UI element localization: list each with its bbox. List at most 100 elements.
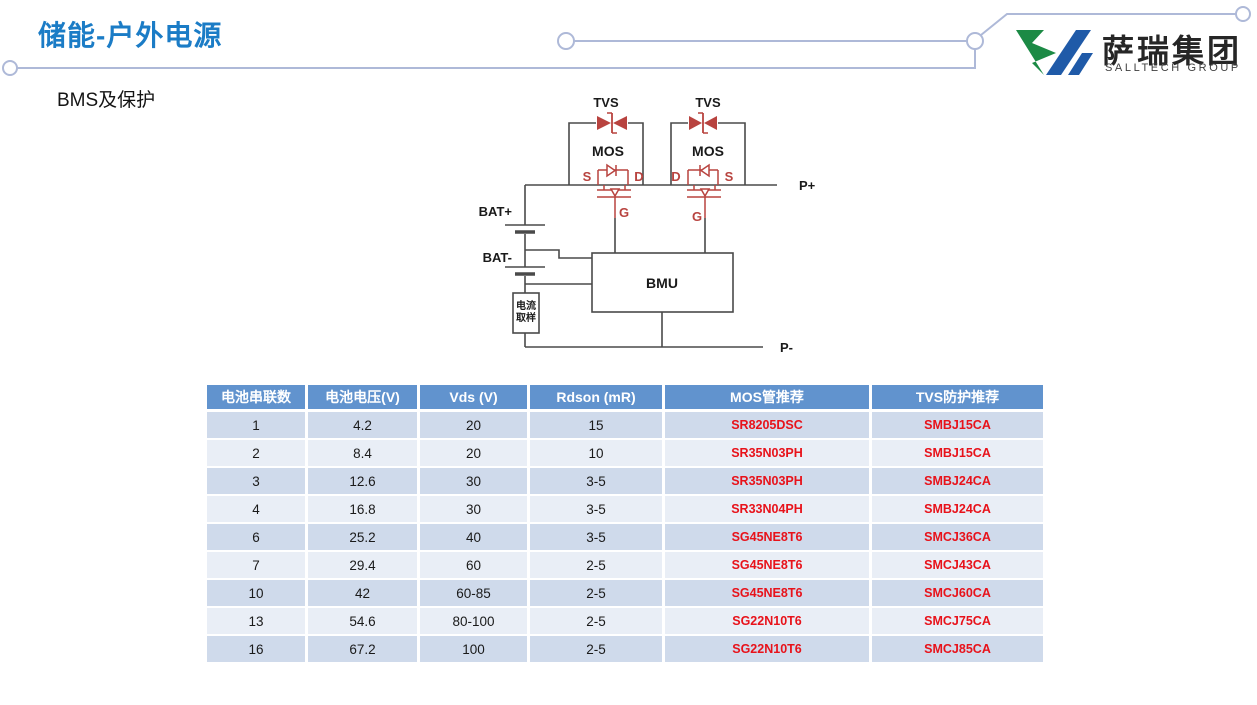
cell: SG45NE8T6 [665,552,872,580]
logo-green-shape [1016,30,1056,75]
cell: SMCJ36CA [872,524,1043,552]
cell: 13 [207,608,308,636]
decor-circle [1235,6,1251,22]
cell: SR35N03PH [665,440,872,468]
cell: 2-5 [530,552,665,580]
bms-circuit-diagram: TVS TVS MOS MOS S D D S G G BAT+ BAT- BM… [479,95,816,355]
cell: SG45NE8T6 [665,524,872,552]
cell: 3 [207,468,308,496]
cell: 8.4 [308,440,420,468]
cell: 2-5 [530,580,665,608]
cell: 25.2 [308,524,420,552]
cell: 12.6 [308,468,420,496]
cell: 16 [207,636,308,664]
cell: 2-5 [530,636,665,664]
cell: 7 [207,552,308,580]
cell: SMBJ15CA [872,412,1043,440]
cell: SMCJ85CA [872,636,1043,664]
mosfet-symbol [687,163,721,218]
cell: 10 [207,580,308,608]
label-current-sample-2: 取样 [516,311,536,324]
column-header: MOS管推荐 [665,385,872,412]
cell: SMCJ43CA [872,552,1043,580]
label-mos-1: MOS [592,143,624,159]
cell: 42 [308,580,420,608]
cell: 100 [420,636,530,664]
label-p-plus: P+ [799,178,816,193]
company-logo: 萨瑞集团 SALLTECH GROUP [1013,25,1253,80]
decor-circle [557,32,575,50]
cell: 54.6 [308,608,420,636]
protection-symbols [597,112,721,218]
cell: 29.4 [308,552,420,580]
cell: 30 [420,468,530,496]
cell: SR33N04PH [665,496,872,524]
section-title: BMS及保护 [57,90,156,111]
cell: SR35N03PH [665,468,872,496]
label-current-sample-1: 电流 [516,299,536,312]
cell: 20 [420,412,530,440]
cell: SG22N10T6 [665,608,872,636]
cell: 15 [530,412,665,440]
bmu-box [591,252,734,313]
cell: 40 [420,524,530,552]
label-source-1: S [583,169,592,184]
label-p-minus: P- [780,340,793,355]
label-drain-2: D [671,169,680,184]
logo-icon [1016,30,1093,75]
label-bat-plus: BAT+ [479,204,513,219]
cell: 60 [420,552,530,580]
label-drain-1: D [634,169,643,184]
cell: 3-5 [530,468,665,496]
label-mos-2: MOS [692,143,724,159]
cell: 2-5 [530,608,665,636]
column-header: 电池电压(V) [308,385,420,412]
cell: 80-100 [420,608,530,636]
cell: SMCJ60CA [872,580,1043,608]
label-tvs-2: TVS [695,95,721,110]
cell: 60-85 [420,580,530,608]
cell: 2 [207,440,308,468]
page-title: 储能-户外电源 [38,20,223,51]
cell: 4.2 [308,412,420,440]
logo-blue-slash [1046,30,1091,75]
logo-company-name-en: SALLTECH GROUP [1105,62,1241,74]
cell: 6 [207,524,308,552]
cell: SMBJ15CA [872,440,1043,468]
logo-blue-slash-small [1068,53,1093,75]
logo-company-name: 萨瑞集团 [1102,33,1243,69]
cell: SR8205DSC [665,412,872,440]
column-header: Rdson (mR) [530,385,665,412]
cell: 16.8 [308,496,420,524]
tvs-diode-symbol [689,112,717,134]
cell: 67.2 [308,636,420,664]
circuit-wires [505,122,777,348]
cell: 1 [207,412,308,440]
label-gate-1: G [619,205,629,220]
cell: 3-5 [530,496,665,524]
cell: SMBJ24CA [872,496,1043,524]
cell: SG45NE8T6 [665,580,872,608]
label-source-2: S [725,169,734,184]
column-header: TVS防护推荐 [872,385,1043,412]
column-header: Vds (V) [420,385,530,412]
decor-circle [2,60,18,76]
label-tvs-1: TVS [593,95,619,110]
cell: 3-5 [530,524,665,552]
cell: SMBJ24CA [872,468,1043,496]
column-header: 电池串联数 [207,385,308,412]
label-bmu: BMU [646,275,678,291]
cell: 10 [530,440,665,468]
tvs-diode-symbol [597,112,627,134]
label-gate-2: G [692,209,702,224]
current-sample-box [512,292,540,334]
